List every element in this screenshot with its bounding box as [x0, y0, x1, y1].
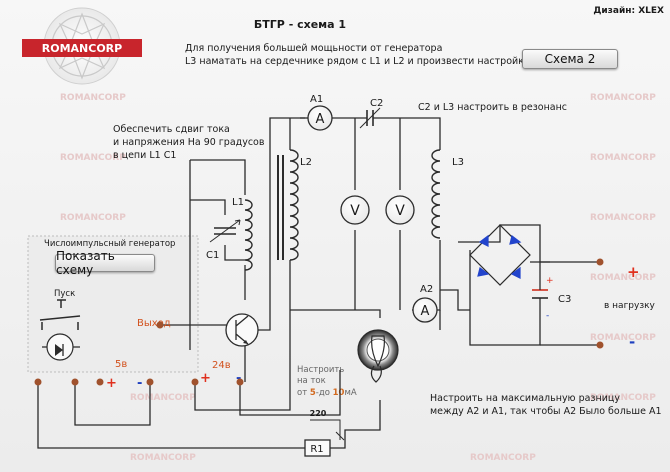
logo-text: ROMANCORP: [42, 42, 122, 55]
label-L3: L3: [452, 157, 464, 168]
current-transformer-icon: [357, 329, 399, 383]
watermark-text: ROMANCORP: [60, 153, 126, 163]
designer-credit: Дизайн: XLEX: [593, 6, 664, 16]
diode-bridge-icon: [469, 224, 531, 286]
supply-plus-sign: +: [200, 371, 211, 386]
current-note-line-1: Настроить: [297, 365, 344, 375]
start-label: Пуск: [54, 289, 75, 299]
instruction-line-1: Для получения большей мощьности от генер…: [185, 43, 442, 54]
c3-minus-sign: -: [546, 311, 549, 321]
label-C3: C3: [558, 294, 571, 305]
watermark-text: ROMANCORP: [590, 273, 656, 283]
label-A1: A1: [310, 94, 323, 105]
pulse-plus-sign: +: [106, 376, 117, 391]
capacitor-C1-icon: [209, 219, 241, 243]
capacitor-C2-icon: [359, 107, 381, 129]
label-L1: L1: [232, 197, 244, 208]
wiring: [37, 117, 600, 449]
meter-symbol: A: [316, 112, 325, 127]
show-scheme-button[interactable]: Показать схему: [55, 249, 155, 277]
node: [156, 321, 164, 329]
node: [191, 378, 199, 386]
coil-L3-icon: [431, 149, 441, 239]
voltmeter-2-icon: V: [385, 195, 415, 225]
ammeter-A1-icon: A: [307, 105, 333, 131]
phase-note-line-3: в цепи L1 C1: [113, 150, 176, 161]
node: [596, 341, 604, 349]
label-L2: L2: [300, 157, 312, 168]
c3-plus-sign: +: [546, 276, 554, 286]
node: [146, 378, 154, 386]
watermark-text: ROMANCORP: [590, 153, 656, 163]
watermark-text: ROMANCORP: [470, 453, 536, 463]
romancorp-logo: ROMANCORP: [22, 7, 142, 85]
watermark-text: ROMANCORP: [590, 213, 656, 223]
voltmeter-1-icon: V: [340, 195, 370, 225]
current-note-line-3: от 5-до 10мА: [297, 388, 357, 398]
resonance-note: C2 и L3 настроить в резонанс: [418, 102, 567, 113]
transistor-icon: [225, 313, 259, 347]
label-A2: A2: [420, 284, 433, 295]
pulse-minus-sign: -: [137, 376, 142, 391]
capacitor-C3-icon: [532, 262, 548, 322]
node: [96, 378, 104, 386]
coil-L1-icon: [244, 199, 253, 271]
meter-symbol: V: [350, 203, 360, 219]
optocoupler-icon: [46, 333, 74, 361]
meter-symbol: A: [421, 304, 430, 319]
connection-nodes: [34, 258, 604, 386]
resistor-value: 220: [310, 409, 327, 418]
ammeter-A2-icon: A: [412, 297, 438, 323]
tuning-note-line-2: между A2 и A1, так чтобы A2 Было больше …: [430, 406, 662, 417]
node: [71, 378, 79, 386]
resistor-R1-icon: R1 220: [304, 409, 345, 457]
meter-symbol: V: [395, 203, 405, 219]
pulse-voltage-label: 5в: [115, 359, 127, 370]
watermark-text: ROMANCORP: [130, 393, 196, 403]
coils: [244, 149, 441, 271]
watermark-text: ROMANCORP: [590, 333, 656, 343]
node: [236, 378, 244, 386]
load-minus-sign: -: [629, 333, 635, 351]
watermark-layer: ROMANCORP ROMANCORP ROMANCORP ROMANCORP …: [60, 93, 656, 463]
label-C2: C2: [370, 98, 383, 109]
node: [596, 258, 604, 266]
node: [34, 378, 42, 386]
supply-minus-sign: -: [236, 371, 241, 386]
coil-L2-icon: [289, 149, 299, 261]
watermark-text: ROMANCORP: [590, 393, 656, 403]
tuning-note-line-1: Настроить на максимальную разницу: [430, 393, 620, 404]
phase-note-line-1: Обеспечить сдвиг тока: [113, 124, 230, 135]
resistor-label: R1: [310, 444, 323, 455]
start-switch-icon: [39, 299, 81, 330]
watermark-text: ROMANCORP: [130, 453, 196, 463]
scheme-2-button[interactable]: Схема 2: [522, 49, 618, 69]
page-title: БТГР - схема 1: [254, 18, 346, 31]
instruction-line-2: L3 наматать на сердечнике рядом с L1 и L…: [185, 56, 530, 67]
output-label: Выход: [137, 318, 171, 329]
supply-voltage-label: 24в: [212, 360, 231, 371]
load-label: в нагрузку: [604, 301, 656, 311]
watermark-text: ROMANCORP: [590, 93, 656, 103]
pulse-generator-title: Числоимпульсный генератор: [44, 239, 175, 249]
phase-note-line-2: и напряжения На 90 градусов: [113, 137, 265, 148]
label-C1: C1: [206, 250, 219, 261]
load-plus-sign: +: [627, 263, 640, 281]
watermark-text: ROMANCORP: [60, 213, 126, 223]
watermark-text: ROMANCORP: [60, 93, 126, 103]
current-note-line-2: на ток: [297, 376, 326, 386]
